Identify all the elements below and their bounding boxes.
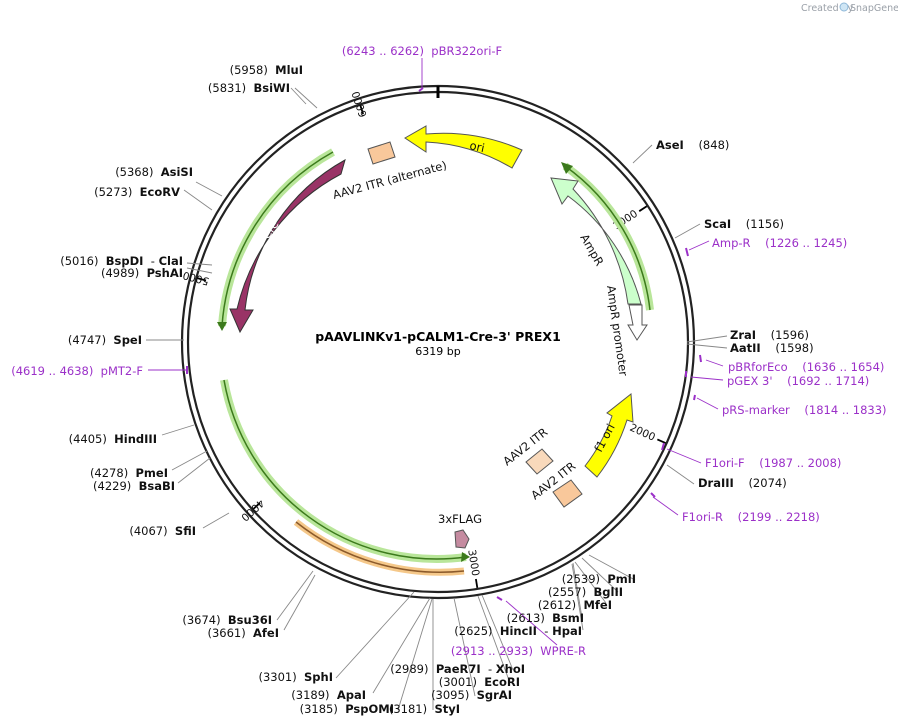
site-label-f1ori-r: F1ori-R (2199 .. 2218)	[682, 510, 820, 524]
site-label-afei: (3661) AfeI	[207, 626, 279, 640]
tick-mark-6000	[359, 105, 364, 115]
cre-orf-arc	[218, 148, 335, 327]
brand-name: SnapGene	[850, 3, 898, 14]
site-label-scai: ScaI (1156)	[704, 217, 784, 231]
site-label-sfii: (4067) SfiI	[129, 524, 196, 538]
site-label-pmli: (2539) PmlI	[562, 572, 636, 586]
snapgene-logo-icon	[839, 2, 849, 12]
primer-leader-lines	[148, 58, 724, 646]
tick-label-6000: 6000	[350, 90, 370, 119]
tick-mark-1000	[638, 205, 648, 212]
site-leader-lines	[146, 87, 728, 711]
aav2-itr-box-2	[552, 479, 583, 508]
tick-mark-5000	[197, 277, 207, 282]
site-label-aatii: AatII (1598)	[730, 341, 814, 355]
ampr-label: AmpR	[577, 232, 606, 269]
prex1-orf-arc-line	[223, 379, 467, 560]
site-label-pmei: (4278) PmeI	[90, 466, 168, 480]
site-label-pspomi: (3185) PspOMI	[300, 702, 394, 716]
amp-orf-arrowhead	[561, 162, 573, 174]
tick-label-3000: 3000	[465, 549, 481, 577]
site-label-pshai: (4989) PshAI	[101, 266, 183, 280]
site-label-asei: AseI (848)	[656, 138, 729, 152]
3xflag-label: 3xFLAG	[438, 512, 482, 526]
aav2-itr-alternate-label: AAV2 ITR (alternate)	[331, 158, 448, 202]
3xflag-arrow	[454, 529, 470, 549]
site-label-wpre-r: (2913 .. 2933) WPRE-R	[451, 644, 586, 658]
site-label-layer: (5958) MluI (5831) BsiWI (6243 .. 6262) pB…	[11, 44, 886, 716]
site-label-styi: (3181) StyI	[389, 702, 460, 716]
site-label-bsiwi: (5831) BsiWI	[208, 81, 290, 95]
ori-label: ori	[468, 138, 486, 155]
site-label-apai: (3189) ApaI	[291, 688, 366, 702]
site-label-prs-marker: pRS-marker (1814 .. 1833)	[722, 403, 887, 417]
site-label-f1ori-f: F1ori-F (1987 .. 2008)	[705, 456, 841, 470]
site-label-spei: (4747) SpeI	[68, 333, 142, 347]
aav2-itr-alternate-box	[367, 141, 396, 165]
site-label-pbrforeco: pBRforEco (1636 .. 1654)	[728, 360, 884, 374]
tick-label-2000: 2000	[628, 422, 657, 444]
site-label-pgex-3-: pGEX 3' (1692 .. 1714)	[727, 374, 869, 388]
site-label-zrai: ZraI (1596)	[730, 328, 809, 342]
cre-orf-arc-line	[221, 151, 334, 327]
3prime-arc-line	[295, 521, 465, 573]
tick-mark-3000	[475, 578, 479, 589]
ampr-promoter-arrow	[627, 304, 648, 341]
plasmid-size: 6319 bp	[415, 345, 460, 358]
tick-mark-2000	[656, 438, 666, 444]
site-label-amp-r: Amp-R (1226 .. 1245)	[712, 236, 847, 250]
brand-created-by: Created by	[801, 3, 854, 14]
primer-marks	[186, 87, 702, 601]
site-label-draiii: DraIII (2074)	[698, 476, 787, 490]
site-label-bsabi: (4229) BsaBI	[93, 479, 175, 493]
site-label-bspdi: (5016) BspDI - ClaI	[60, 254, 183, 268]
cre-arrow	[229, 158, 346, 334]
site-label-ecori: (3001) EcoRI	[439, 675, 520, 689]
site-label-asisi: (5368) AsiSI	[115, 165, 193, 179]
site-label-sphi: (3301) SphI	[258, 670, 333, 684]
site-label-bsmi: (2613) BsmI	[507, 611, 584, 625]
plasmid-name: pAAVLINKv1-pCALM1-Cre-3' PREX1	[315, 329, 561, 344]
prex1-orf-arrowhead	[461, 552, 470, 562]
site-label-hincii: (2625) HincII - HpaI	[454, 624, 582, 638]
site-label-pmt2-f: (4619 .. 4638) pMT2-F	[11, 364, 143, 378]
ori-arrow	[404, 125, 523, 169]
ampr-arrow	[550, 177, 642, 305]
cre-orf-arrowhead	[217, 322, 227, 331]
site-label-mlui: (5958) MluI	[230, 63, 303, 77]
amp-orf-arc-line	[564, 165, 651, 311]
site-label-pbr322ori-f: (6243 .. 6262) pBR322ori-F	[342, 44, 502, 58]
site-label-paer7i: (2989) PaeR7I - XhoI	[390, 662, 525, 676]
prex1-orf-arc	[220, 379, 467, 563]
site-label-hindiii: (4405) HindIII	[69, 432, 157, 446]
site-label-sgrai: (3095) SgrAI	[431, 688, 512, 702]
tick-label-5000: 5000	[182, 269, 211, 287]
tick-mark-4000	[252, 502, 261, 510]
site-label-ecorv: (5273) EcoRV	[94, 185, 180, 199]
site-label-mfei: (2612) MfeI	[538, 598, 612, 612]
site-label-bsu36i: (3674) Bsu36I	[182, 613, 272, 627]
aav2-itr-box-1	[525, 448, 554, 475]
f1-ori-arrow	[584, 393, 634, 478]
site-label-bglii: (2557) BglII	[548, 585, 623, 599]
